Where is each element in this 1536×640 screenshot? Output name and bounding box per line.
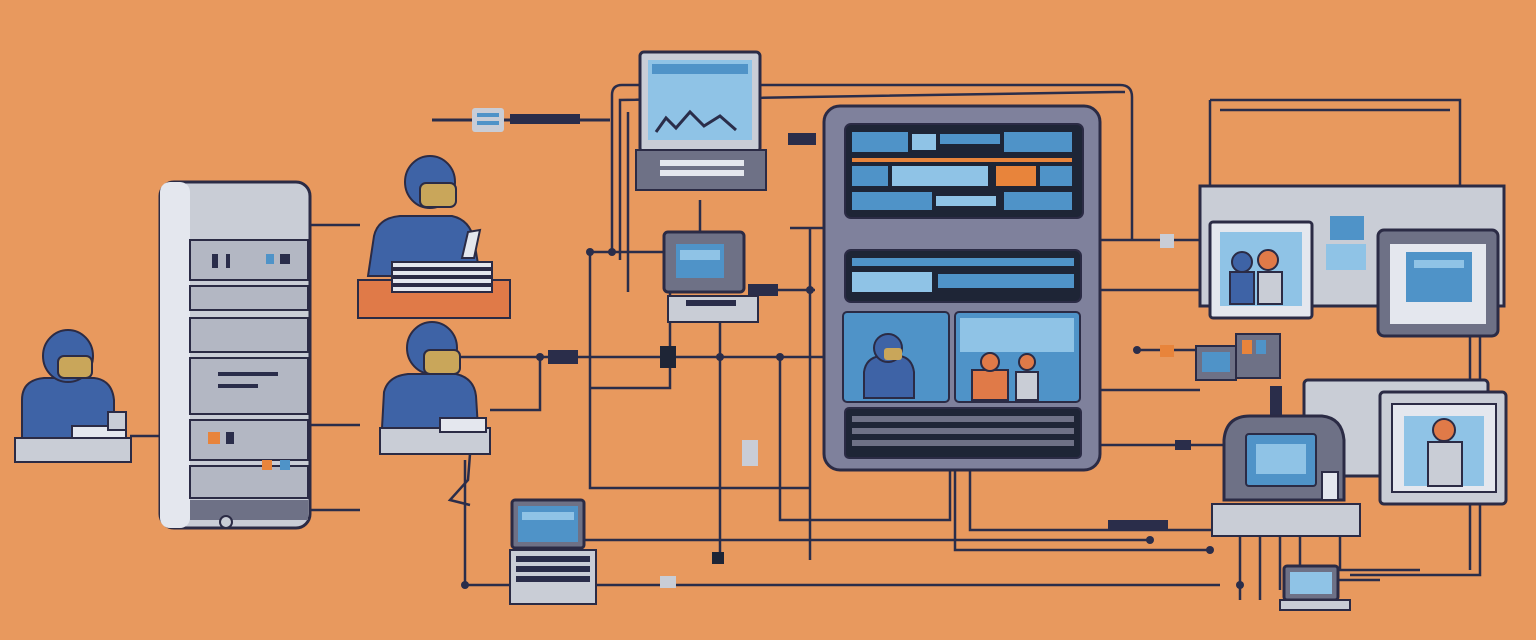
operator-figure-icon [14,329,132,463]
monitor-icon [635,50,767,191]
monitor-icon [1376,228,1500,338]
monitor-icon [1211,378,1508,537]
control-console-icon [822,104,1102,472]
cable-connector-icon [432,108,610,132]
cable-connectors [432,108,1191,588]
monitor-icon [662,230,759,323]
monitor-icon [509,498,597,605]
server-tower-icon [158,180,312,530]
operator-figure-icon [357,155,511,319]
cable-connector-icon [548,133,1191,588]
monitor-icon [1279,564,1351,611]
operator-figure-icon [379,321,491,507]
monitor-icon [1195,333,1282,416]
